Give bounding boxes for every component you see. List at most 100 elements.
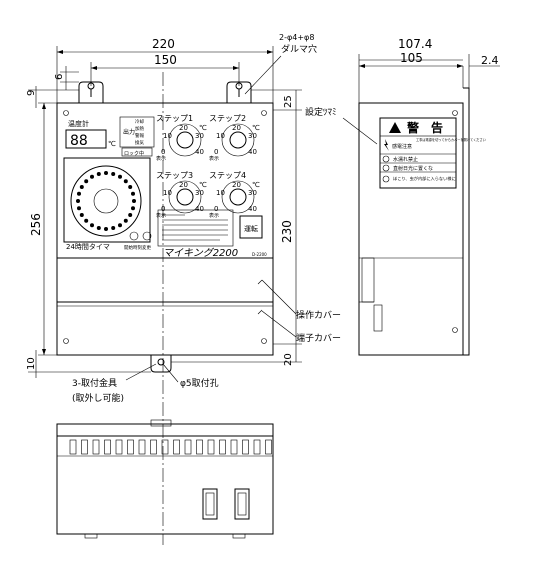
timer-pin[interactable] <box>131 206 135 211</box>
scale-tick-label: 10 <box>163 132 172 140</box>
timer-pin[interactable] <box>79 213 84 217</box>
step-dial-scale <box>221 180 255 214</box>
callout-mounting-holes: 2-φ4+φ8 <box>279 33 314 42</box>
setting-knob[interactable] <box>229 188 247 206</box>
dim-width-inner: 150 <box>154 53 177 67</box>
dim-depth-extra: 2.4 <box>481 54 499 67</box>
timer-pin[interactable] <box>84 218 89 223</box>
step-label: ステップ1 <box>156 114 193 123</box>
temperature-display <box>65 129 107 149</box>
screw-icon <box>63 338 69 344</box>
start-time-change-button[interactable] <box>129 231 139 241</box>
timer-pin[interactable] <box>118 174 122 179</box>
output-item-cooling: 冷却 <box>135 118 144 125</box>
screw-icon <box>261 338 267 344</box>
callout-operation-cover: 操作カバー <box>296 309 341 321</box>
dim-width-total: 220 <box>152 37 175 51</box>
warning-triangle-icon <box>389 122 401 133</box>
warning-row4: ほこり、虫が内部に入らない様に <box>393 175 456 182</box>
step-unit: ℃ <box>199 124 207 132</box>
timer-pin[interactable] <box>77 191 81 196</box>
timer-pin[interactable] <box>111 172 116 176</box>
timer-dial <box>70 165 142 237</box>
timer-pin[interactable] <box>128 185 133 189</box>
callouts: 2-φ4+φ8 ダルマ穴 設定ﾂﾏﾐ 操作カバー 端子カバー 3-取付金具 (取… <box>72 33 378 404</box>
setting-knob[interactable] <box>229 131 247 149</box>
bottom-body <box>56 423 274 535</box>
bottom-view <box>56 419 274 539</box>
timer-pin[interactable] <box>96 172 101 176</box>
output-item-ventilation: 換気 <box>135 139 144 146</box>
run-button[interactable] <box>239 215 263 239</box>
timer-dial-inner <box>93 188 119 214</box>
timer-pins <box>76 171 136 231</box>
front-dimensions: 220 150 256 6 9 10 25 230 20 <box>26 37 302 378</box>
timer-pin[interactable] <box>118 223 122 228</box>
step-dial-scale <box>168 180 202 214</box>
timer-pin[interactable] <box>79 185 84 189</box>
step-label: ステップ2 <box>209 114 246 123</box>
step-dial-scale <box>221 123 255 157</box>
timer-pin[interactable] <box>104 171 108 175</box>
timer-pin[interactable] <box>128 213 133 217</box>
step-dials: ステップ1102030400℃表示ステップ2102030400℃表示ステップ31… <box>156 114 260 219</box>
terminal-cover-latch[interactable] <box>257 309 263 315</box>
dim-height-panel: 230 <box>280 220 294 243</box>
start-time-change-label: 開始時刻変更 <box>124 244 151 251</box>
screw-icon <box>452 110 458 116</box>
scale-tick-label: 10 <box>216 189 225 197</box>
side-cover-profile <box>361 257 375 303</box>
dim-top-25: 25 <box>283 95 294 108</box>
output-indicator-box <box>119 116 155 148</box>
output-item-heating: 加熱 <box>135 125 144 132</box>
seven-seg-digits: 88 <box>70 133 88 149</box>
dim-depth-inner: 105 <box>400 51 423 65</box>
bottom-ear-edge <box>150 419 172 427</box>
timer-button[interactable] <box>142 231 152 241</box>
screw-icon <box>452 327 458 333</box>
electric-shock-icon <box>384 139 389 151</box>
product-name: マイキング2200 <box>163 247 238 259</box>
bottom-ear <box>150 355 172 373</box>
operation-cover-latch[interactable] <box>257 279 263 285</box>
lock-label: ロック中 <box>124 150 144 157</box>
timer-pin[interactable] <box>90 174 94 179</box>
step-unit: ℃ <box>199 181 207 189</box>
scale-tick-label: 20 <box>179 181 188 189</box>
timer-pin[interactable] <box>123 218 128 223</box>
timer-pin[interactable] <box>104 227 108 231</box>
step-dial-scale <box>168 123 202 157</box>
callout-setting-knob: 設定ﾂﾏﾐ <box>305 106 337 118</box>
timer-pin[interactable] <box>131 191 135 196</box>
prohibit-icon <box>382 175 390 183</box>
timer-pin[interactable] <box>111 226 116 230</box>
scale-tick-label: 40 <box>195 205 204 213</box>
bottom-mount-hole <box>157 358 165 366</box>
thermometer-label: 温度計 <box>68 119 89 128</box>
timer-pin[interactable] <box>123 179 128 184</box>
timer-pin[interactable] <box>76 199 80 203</box>
timer-pin[interactable] <box>132 199 136 203</box>
keyhole-right <box>235 82 243 97</box>
dim-height-total: 256 <box>29 213 43 236</box>
front-view: 温度計 88 ℃ 出力 冷却 加熱 警報 換気 ロック中 24時間タイマ 開始時… <box>56 72 274 545</box>
timer-pin[interactable] <box>84 179 89 184</box>
enclosure-outline <box>56 102 274 356</box>
timer-pin[interactable] <box>77 206 81 211</box>
scale-tick-label: 10 <box>216 132 225 140</box>
timer-pin[interactable] <box>90 223 94 228</box>
warning-title: 警 告 <box>406 120 443 135</box>
step-label: ステップ3 <box>156 171 193 180</box>
setting-knob[interactable] <box>176 131 194 149</box>
dim-top-6: 6 <box>54 74 65 80</box>
display-unit: ℃ <box>108 140 116 148</box>
timer-pin[interactable] <box>96 226 101 230</box>
scale-tick-label: 20 <box>179 124 188 132</box>
output-label: 出力 <box>123 128 135 136</box>
setting-knob[interactable] <box>176 188 194 206</box>
